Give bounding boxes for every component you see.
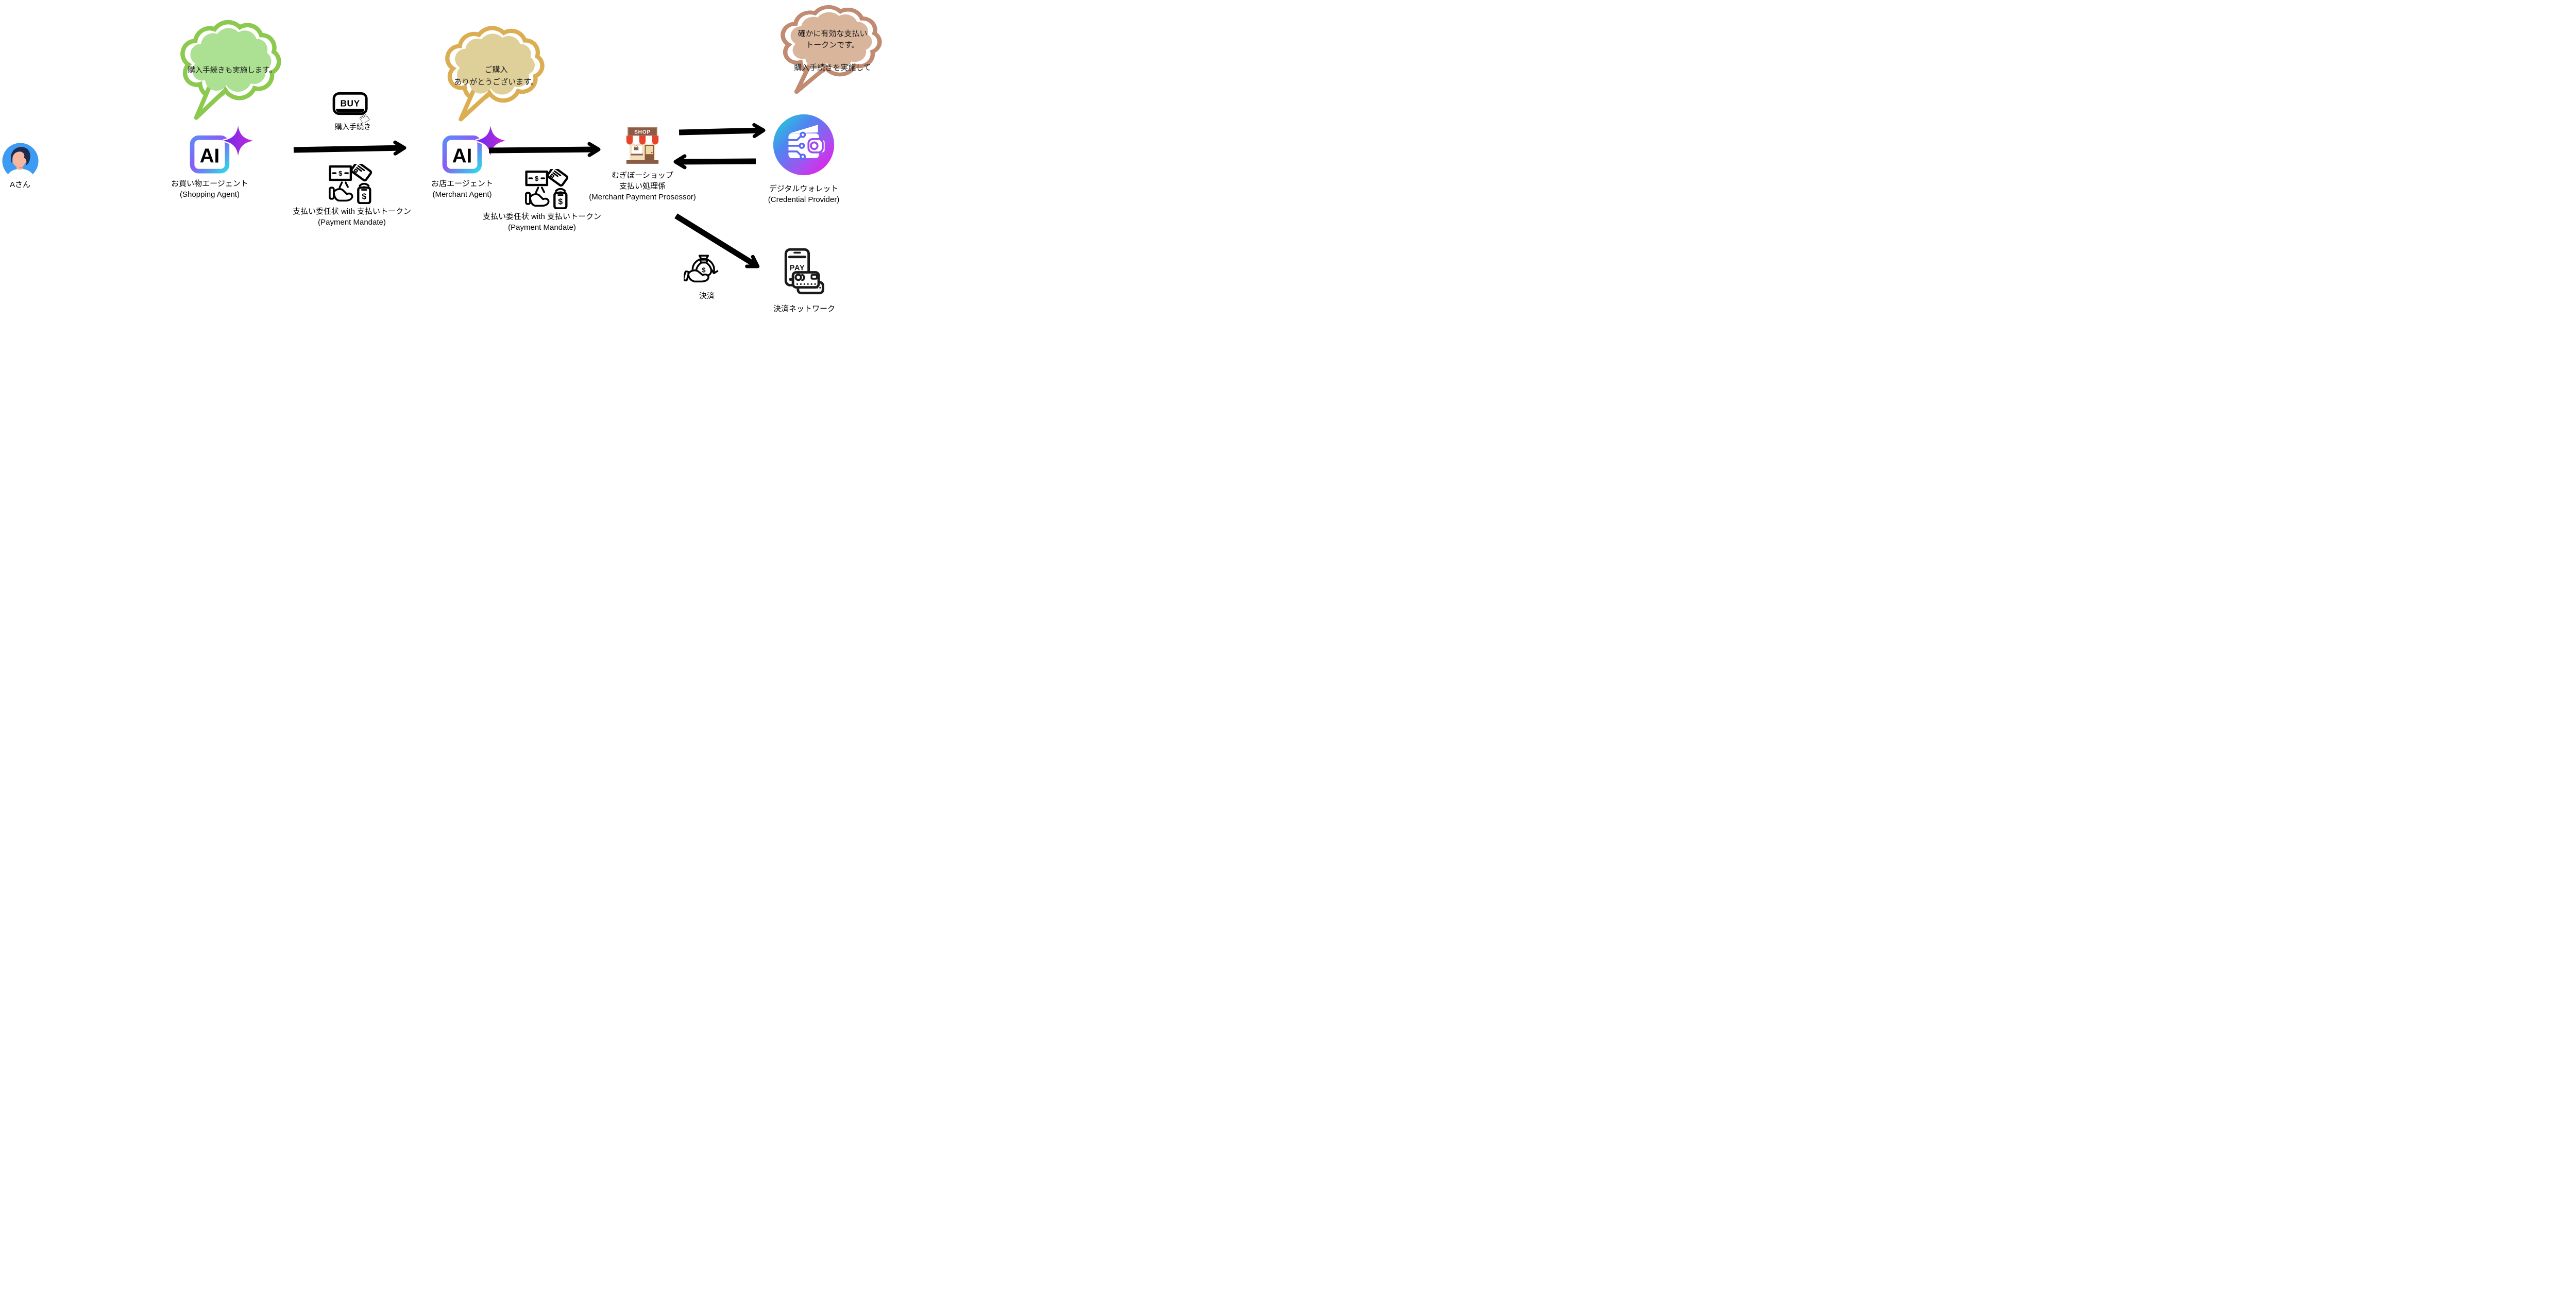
arrow-merchant-agent-to-shop — [488, 142, 601, 157]
svg-text:$: $ — [338, 170, 343, 177]
purchase-step-label: 購入手続き — [335, 123, 371, 131]
shopping-agent-ai-icon: AI — [190, 126, 253, 174]
pay-phone-text: PAY — [790, 264, 805, 272]
bubble-text: 確かに有効な支払い トークンです。 購入手続きを実施して — [794, 29, 871, 72]
bubble-tail — [459, 89, 490, 122]
svg-text:$: $ — [558, 198, 563, 207]
bubble-tail — [794, 63, 826, 94]
bubble-text: ご購入 ありがとうございます。 — [454, 65, 538, 87]
shopping-agent-label: お買い物エージェント (Shopping Agent) — [171, 179, 248, 199]
merchant-agent-label: お店エージェント (Merchant Agent) — [431, 179, 493, 199]
merchant-agent-ai-icon: AI — [442, 126, 506, 174]
shop-icon: SHOP — [626, 127, 659, 164]
svg-text:$: $ — [702, 266, 706, 274]
merchant-shop-label: むぎぼーショップ 支払い処理係 (Merchant Payment Proses… — [589, 171, 696, 201]
user-avatar — [2, 143, 39, 179]
sparkle-icon — [475, 126, 506, 156]
speech-bubble-merchant-agent: ご購入 ありがとうございます。 — [444, 22, 549, 132]
settlement-label: 決済 — [699, 292, 715, 300]
user-label: Aさん — [9, 180, 31, 189]
speech-bubble-shopping-agent: 購入手続きも実施します。 — [179, 15, 285, 131]
payment-mandate-icon-1: $ $ — [329, 164, 372, 204]
buy-button-text: BUY — [341, 98, 360, 108]
arrow-shop-to-payment-network — [674, 213, 760, 268]
arrow-shopping-to-merchant-agent — [293, 140, 406, 156]
payment-network-label: 決済ネットワーク — [773, 305, 836, 313]
payment-network-icon: PAY — [784, 248, 824, 295]
svg-text:$: $ — [535, 175, 539, 182]
payment-mandate-icon-2: $ $ — [525, 169, 569, 209]
flow-arrows — [293, 123, 766, 268]
cloud-bubble-shape — [781, 5, 882, 94]
buy-button-icon: BUY ☝ — [332, 92, 373, 123]
ai-icon-text: AI — [200, 145, 220, 167]
arrow-wallet-to-shop — [673, 154, 756, 170]
payment-flow-diagram: Aさん 購入手続きも実施します。 AI お買い物エージェント (Shopping… — [0, 0, 886, 326]
ai-icon-text: AI — [452, 145, 472, 167]
bubble-text: 購入手続きも実施します。 — [188, 66, 277, 75]
sparkle-icon — [223, 126, 253, 156]
cloud-bubble-shape — [180, 20, 281, 120]
digital-wallet-icon — [773, 114, 835, 176]
payment-mandate-2-label: 支払い委任状 with 支払いトークン (Payment Mandate) — [482, 212, 602, 232]
speech-bubble-credential-provider: 確かに有効な支払い トークンです。 購入手続きを実施して — [779, 1, 886, 104]
shop-awning — [626, 136, 659, 145]
payment-mandate-1-label: 支払い委任状 with 支払いトークン (Payment Mandate) — [292, 207, 412, 227]
svg-text:$: $ — [362, 193, 366, 201]
arrow-shop-to-wallet — [679, 123, 766, 138]
shop-sign-text: SHOP — [634, 129, 651, 135]
bubble-tail — [194, 86, 226, 120]
settlement-icon: $ — [684, 255, 719, 283]
cloud-bubble-shape — [445, 26, 545, 122]
credential-provider-label: デジタルウォレット (Credential Provider) — [768, 184, 840, 204]
